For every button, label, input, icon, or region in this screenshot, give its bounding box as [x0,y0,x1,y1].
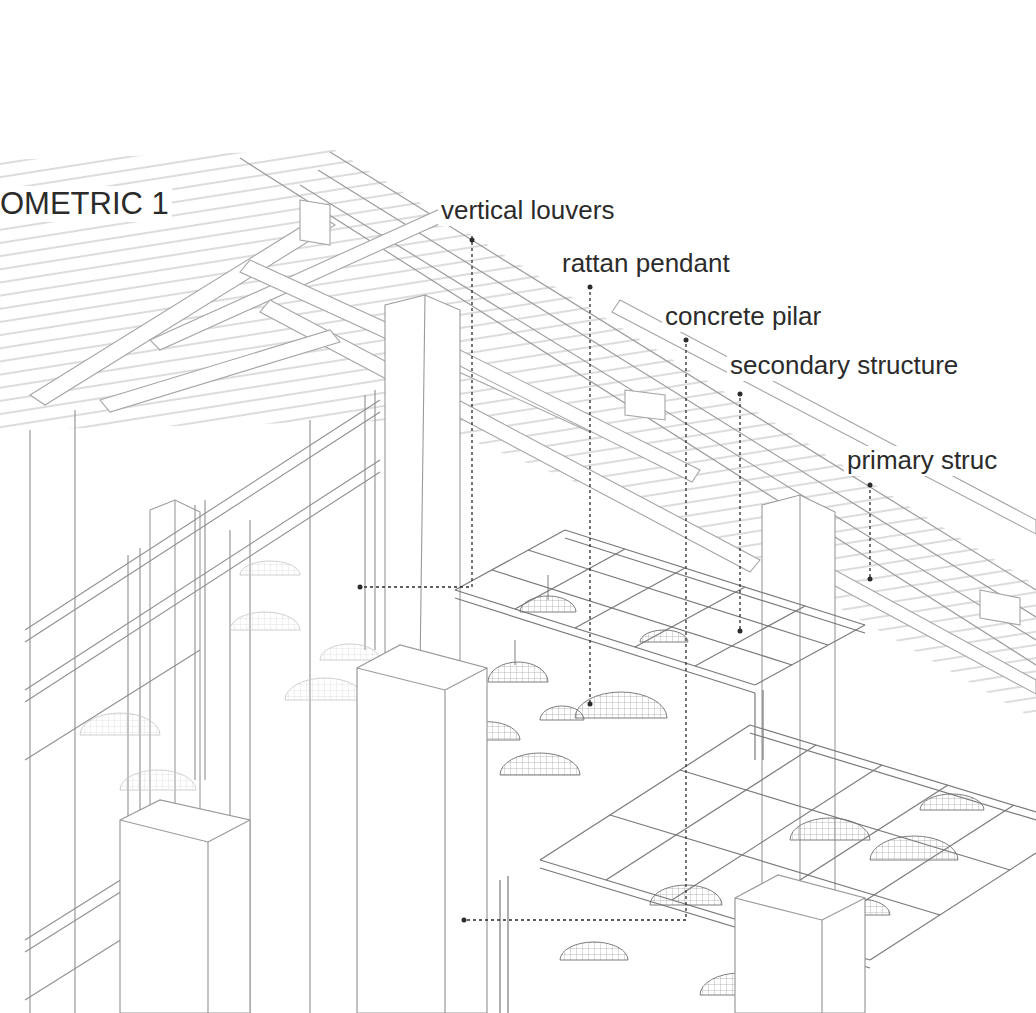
callout-label: primary struc [844,446,1000,476]
timber-posts [150,295,835,900]
secondary-structure-grid [500,725,1036,1013]
callout-label: secondary structure [727,351,961,381]
leader-lines [360,236,870,920]
rattan-pendants [455,575,984,995]
callout-label: concrete pilar [662,302,824,332]
concrete-pillars [120,645,865,1013]
callout-label: vertical louvers [438,196,617,226]
vertical-louvers [25,390,380,1013]
callout-label: rattan pendant [559,249,733,279]
secondary-structure-grid [455,530,865,760]
roof-edges [240,152,1036,665]
drawing-title: OMETRIC 1 [0,186,172,222]
leader-dots [358,238,873,923]
pendants-background [80,561,380,790]
